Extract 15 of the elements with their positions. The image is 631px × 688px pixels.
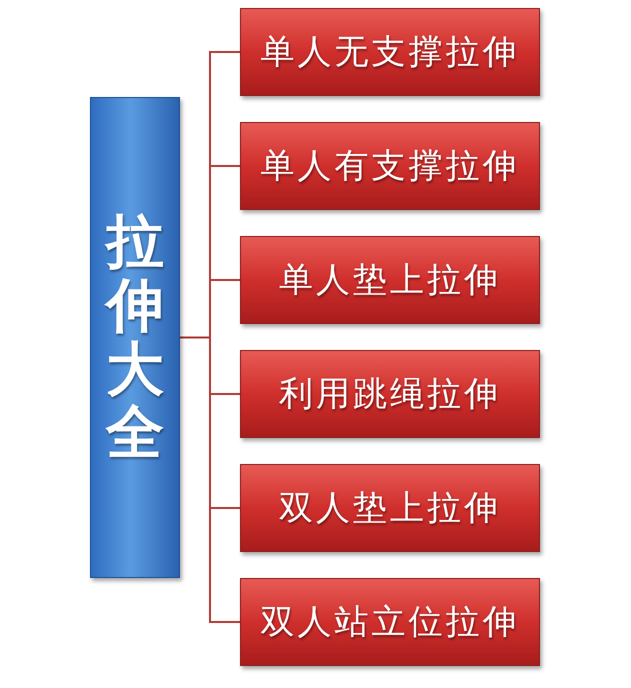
topic-box [90,97,180,578]
item-label: 单人有支撑拉伸 [260,147,520,187]
connector-line [180,336,240,623]
item-label: 单人无支撑拉伸 [260,33,520,73]
item-label: 双人垫上拉伸 [279,489,501,529]
topic-title: 拉伸大全 [106,210,164,466]
item-box [240,8,540,96]
item-label: 利用跳绳拉伸 [279,375,501,415]
item-box [240,122,540,210]
item-box [240,236,540,324]
item-box [240,350,540,438]
item-box [240,578,540,666]
item-label: 双人站立位拉伸 [260,603,520,643]
item-box [240,464,540,552]
item-label: 单人垫上拉伸 [279,261,501,301]
